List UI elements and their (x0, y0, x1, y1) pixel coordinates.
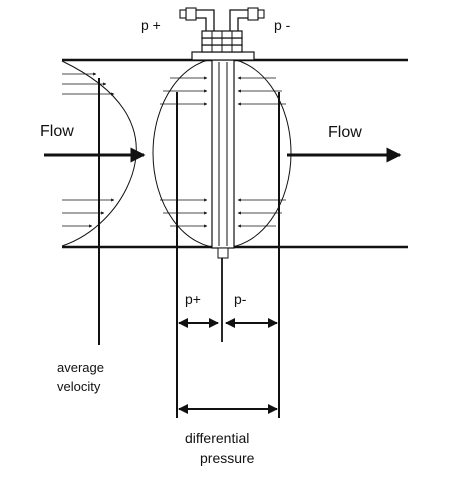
left-profile-arrows (62, 72, 115, 228)
flow-left-label: Flow (40, 123, 74, 140)
upstream-pressure-arrows (160, 76, 208, 228)
probe-head-fitting (179, 7, 265, 61)
p-plus-bottom-label: p+ (185, 291, 201, 307)
p-minus-bottom-label: p- (234, 291, 247, 307)
left-velocity-profile (61, 60, 137, 247)
flow-right-label: Flow (328, 124, 362, 141)
differential-pressure-label-line2: pressure (200, 450, 255, 466)
p-minus-top-label: p - (274, 17, 291, 33)
average-velocity-label-line2: velocity (57, 379, 101, 394)
average-velocity-label-line1: average (57, 360, 104, 375)
probe-tube (211, 59, 235, 342)
p-plus-top-label: p + (141, 17, 161, 33)
differential-pressure-label-line1: differential (185, 430, 249, 446)
